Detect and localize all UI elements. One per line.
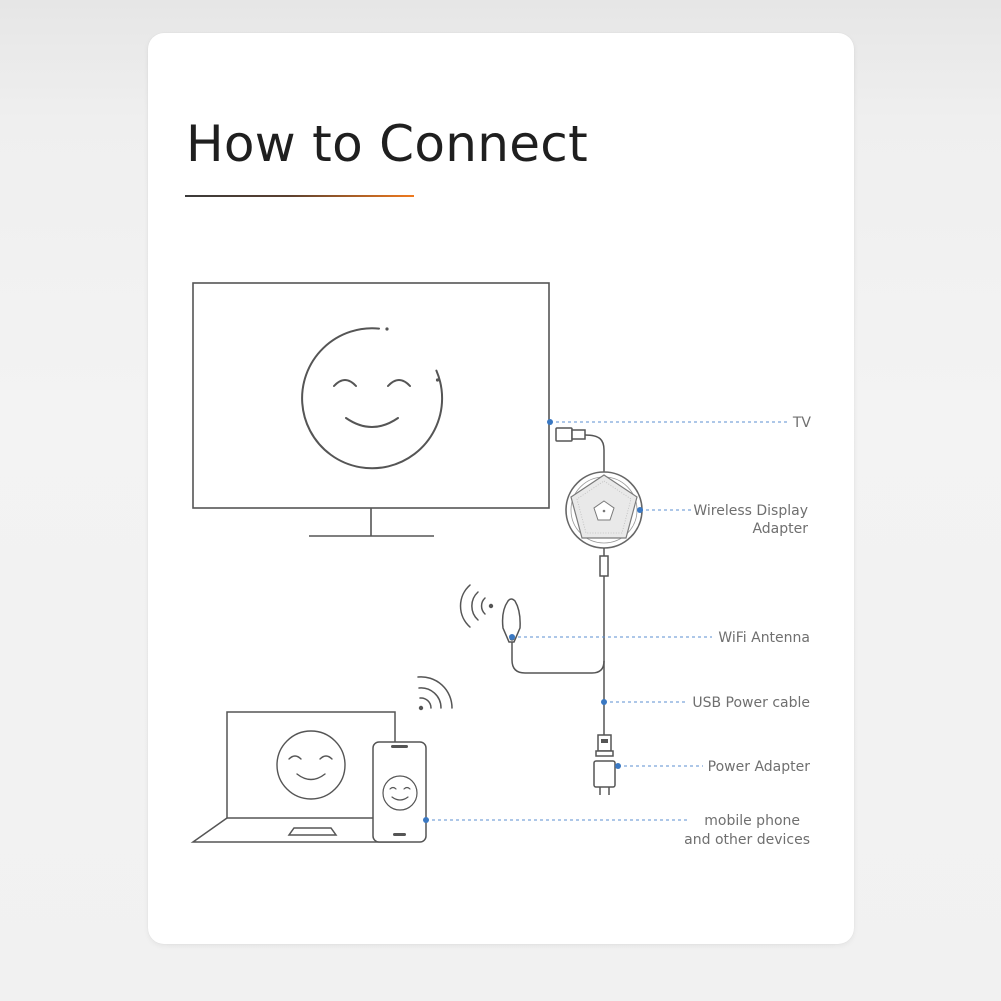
label-power-adapter: Power Adapter [708, 759, 811, 775]
laptop-smiley-icon [276, 730, 346, 800]
smiley-face-icon [301, 327, 444, 470]
page-title: How to Connect [186, 115, 589, 173]
power-adapter-icon [593, 760, 616, 795]
wireless-display-adapter-icon [565, 471, 643, 549]
title-underline [185, 195, 414, 197]
usb-power-cable [599, 548, 609, 735]
laptop-icon [190, 711, 400, 843]
label-usb-power-cable: USB Power cable [692, 695, 810, 711]
leader-dots [423, 419, 643, 823]
leader-lines [426, 421, 788, 821]
wifi-antenna-icon [501, 598, 605, 674]
wifi-signal-icon [417, 676, 453, 711]
smartphone-icon [372, 741, 427, 843]
label-adapter-line1: Wireless Display [693, 503, 808, 519]
label-wifi-antenna: WiFi Antenna [718, 630, 810, 646]
label-tv: TV [792, 415, 812, 431]
content-card [148, 33, 854, 944]
label-adapter-line2: Adapter [752, 521, 808, 537]
label-mobile-line2: and other devices [684, 832, 810, 848]
hdmi-plug-icon [555, 427, 605, 474]
phone-smiley-icon [382, 775, 418, 811]
usb-plug-icon [595, 734, 614, 757]
tv-icon [192, 282, 550, 537]
label-mobile-line1: mobile phone [704, 813, 800, 829]
wifi-signal-icon [459, 584, 494, 628]
